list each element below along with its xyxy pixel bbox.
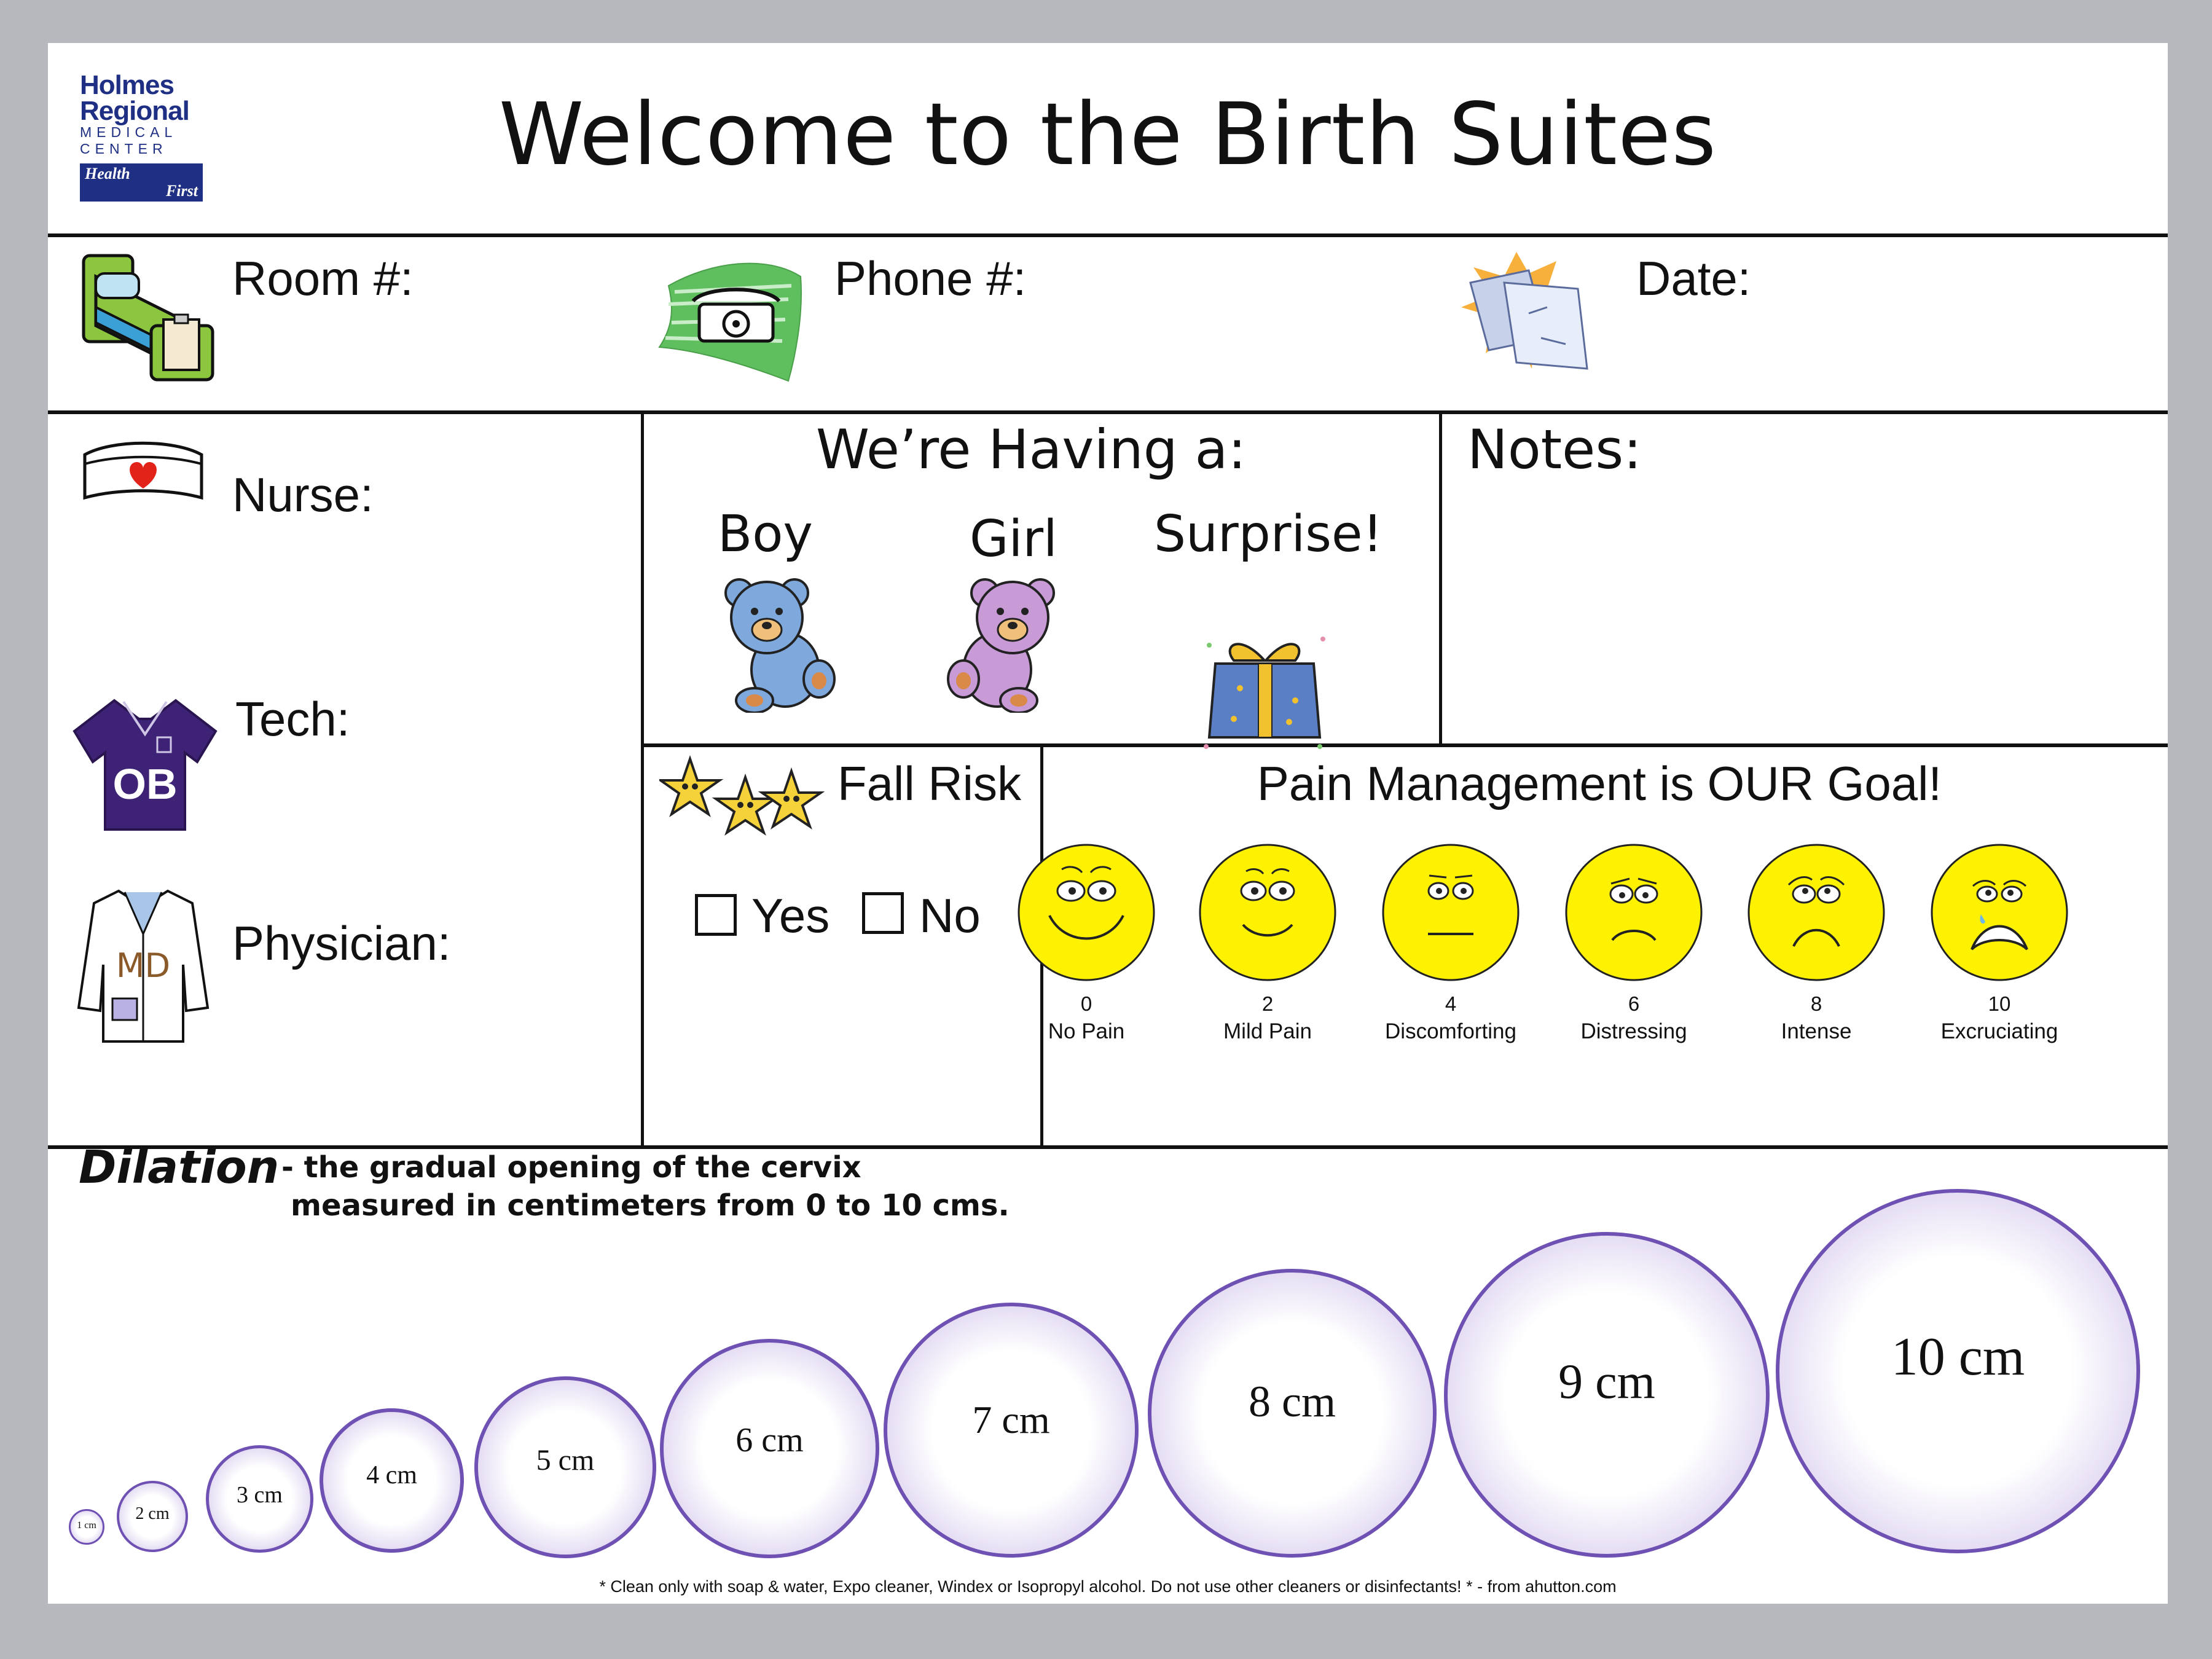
blue-teddy-bear-icon [724, 578, 836, 713]
pain-value: 6 [1628, 992, 1640, 1015]
dilation-circle-4cm: 4 cm [320, 1408, 464, 1553]
cleaning-instructions-footer: * Clean only with soap & water, Expo cle… [599, 1577, 1617, 1596]
page-title: Welcome to the Birth Suites [498, 85, 1717, 185]
pain-value: 10 [1988, 992, 2011, 1015]
girl-label: Girl [970, 510, 1057, 568]
dilation-description-line-2: measured in centimeters from 0 to 10 cms… [291, 1188, 1010, 1223]
dilation-circle-10cm: 10 cm [1776, 1189, 2140, 1553]
room-number-label: Room #: [232, 251, 414, 305]
shirt-ob-text: OB [113, 760, 178, 808]
divider [48, 233, 2168, 237]
dilation-circle-8cm: 8 cm [1148, 1269, 1437, 1558]
fall-risk-yes-label: Yes [751, 888, 830, 943]
dilation-circle-5cm: 5 cm [474, 1376, 656, 1558]
pain-value: 8 [1810, 992, 1822, 1015]
dilation-circle-7cm: 7 cm [884, 1303, 1139, 1558]
coat-md-text: MD [116, 946, 170, 985]
fall-risk-title: Fall Risk [837, 756, 1022, 810]
pink-teddy-bear-icon [947, 578, 1055, 713]
pain-value: 2 [1261, 992, 1274, 1015]
dilation-description-line-1: - the gradual opening of the cervix [281, 1150, 861, 1185]
pain-label: Distressing [1580, 1019, 1687, 1043]
logo-line-2: Regional [80, 96, 190, 126]
hospital-bed-icon [82, 254, 214, 382]
health-first-badge: Health First [80, 163, 203, 202]
notes-title: Notes: [1467, 418, 1642, 481]
dilation-label: 6 cm [735, 1421, 804, 1459]
pain-level-6: 6 Distressing [1545, 842, 1723, 1047]
dilation-circle-3cm: 3 cm [206, 1445, 313, 1553]
phone-number-label: Phone #: [834, 251, 1027, 305]
dilation-circle-1cm: 1 cm [69, 1509, 104, 1545]
pain-level-4: 4 Discomforting [1362, 842, 1540, 1047]
tech-label: Tech: [235, 692, 350, 746]
logo-line-4: CENTER [80, 141, 168, 157]
dilation-circle-2cm: 2 cm [117, 1481, 188, 1552]
pain-title: Pain Management is OUR Goal! [1257, 756, 1942, 810]
dilation-circle-6cm: 6 cm [660, 1339, 879, 1558]
divider [641, 743, 2168, 747]
hospital-logo: Holmes Regional MEDICAL CENTER Health Fi… [80, 70, 206, 202]
pain-value: 0 [1080, 992, 1092, 1015]
pain-level-8: 8 Intense [1727, 842, 1905, 1047]
badge-text-1: Health [85, 165, 130, 182]
pain-label: Mild Pain [1223, 1019, 1312, 1043]
face-no-pain-icon [1018, 844, 1155, 981]
fall-risk-yes-checkbox[interactable] [695, 894, 737, 936]
pain-value: 4 [1445, 992, 1457, 1015]
dilation-label: 10 cm [1891, 1327, 2025, 1387]
surprise-label: Surprise! [1154, 505, 1383, 563]
dilation-title: Dilation [79, 1141, 280, 1194]
fall-risk-no-checkbox[interactable] [862, 892, 904, 934]
dilation-label: 5 cm [536, 1444, 595, 1477]
pain-level-2: 2 Mild Pain [1179, 842, 1357, 1047]
dilation-label: 1 cm [77, 1520, 96, 1531]
dilation-label: 8 cm [1249, 1377, 1336, 1427]
physician-label: Physician: [232, 916, 451, 970]
face-distressing-icon [1565, 844, 1703, 981]
face-discomforting-icon [1382, 844, 1520, 981]
face-excruciating-icon [1931, 844, 2068, 981]
dilation-circle-9cm: 9 cm [1444, 1232, 1770, 1558]
lab-coat-icon: MD [77, 889, 210, 1043]
pain-level-0: 0 No Pain [997, 842, 1175, 1047]
boy-label: Boy [718, 505, 813, 563]
face-intense-icon [1747, 844, 1885, 981]
divider [48, 1145, 2168, 1149]
pain-label: No Pain [1048, 1019, 1125, 1043]
dilation-label: 9 cm [1558, 1354, 1655, 1409]
gift-box-icon [1204, 637, 1325, 749]
dilation-label: 2 cm [135, 1504, 170, 1523]
pain-level-10: 10 Excruciating [1910, 842, 2088, 1047]
logo-line-3: MEDICAL [80, 124, 178, 140]
nurse-cap-icon [83, 441, 203, 500]
dilation-label: 3 cm [237, 1481, 283, 1508]
pain-label: Excruciating [1940, 1019, 2058, 1043]
having-title: We’re Having a: [816, 418, 1247, 481]
date-label: Date: [1636, 251, 1751, 305]
calendar-icon [1461, 252, 1588, 370]
divider [48, 410, 2168, 414]
dilation-label: 4 cm [366, 1461, 417, 1489]
dilation-label: 7 cm [972, 1398, 1050, 1442]
whiteboard: Holmes Regional MEDICAL CENTER Health Fi… [48, 43, 2168, 1604]
divider [641, 410, 644, 1148]
badge-text-2: First [165, 182, 198, 200]
pain-label: Intense [1781, 1019, 1852, 1043]
face-mild-pain-icon [1199, 844, 1336, 981]
pain-label: Discomforting [1385, 1019, 1516, 1043]
fall-risk-no-label: No [919, 888, 981, 943]
stars-icon [659, 755, 825, 836]
nurse-label: Nurse: [232, 468, 374, 522]
divider [1439, 410, 1442, 745]
logo-line-1: Holmes [80, 70, 175, 100]
telephone-icon [658, 262, 802, 382]
scrub-shirt-icon: OB [73, 699, 218, 831]
